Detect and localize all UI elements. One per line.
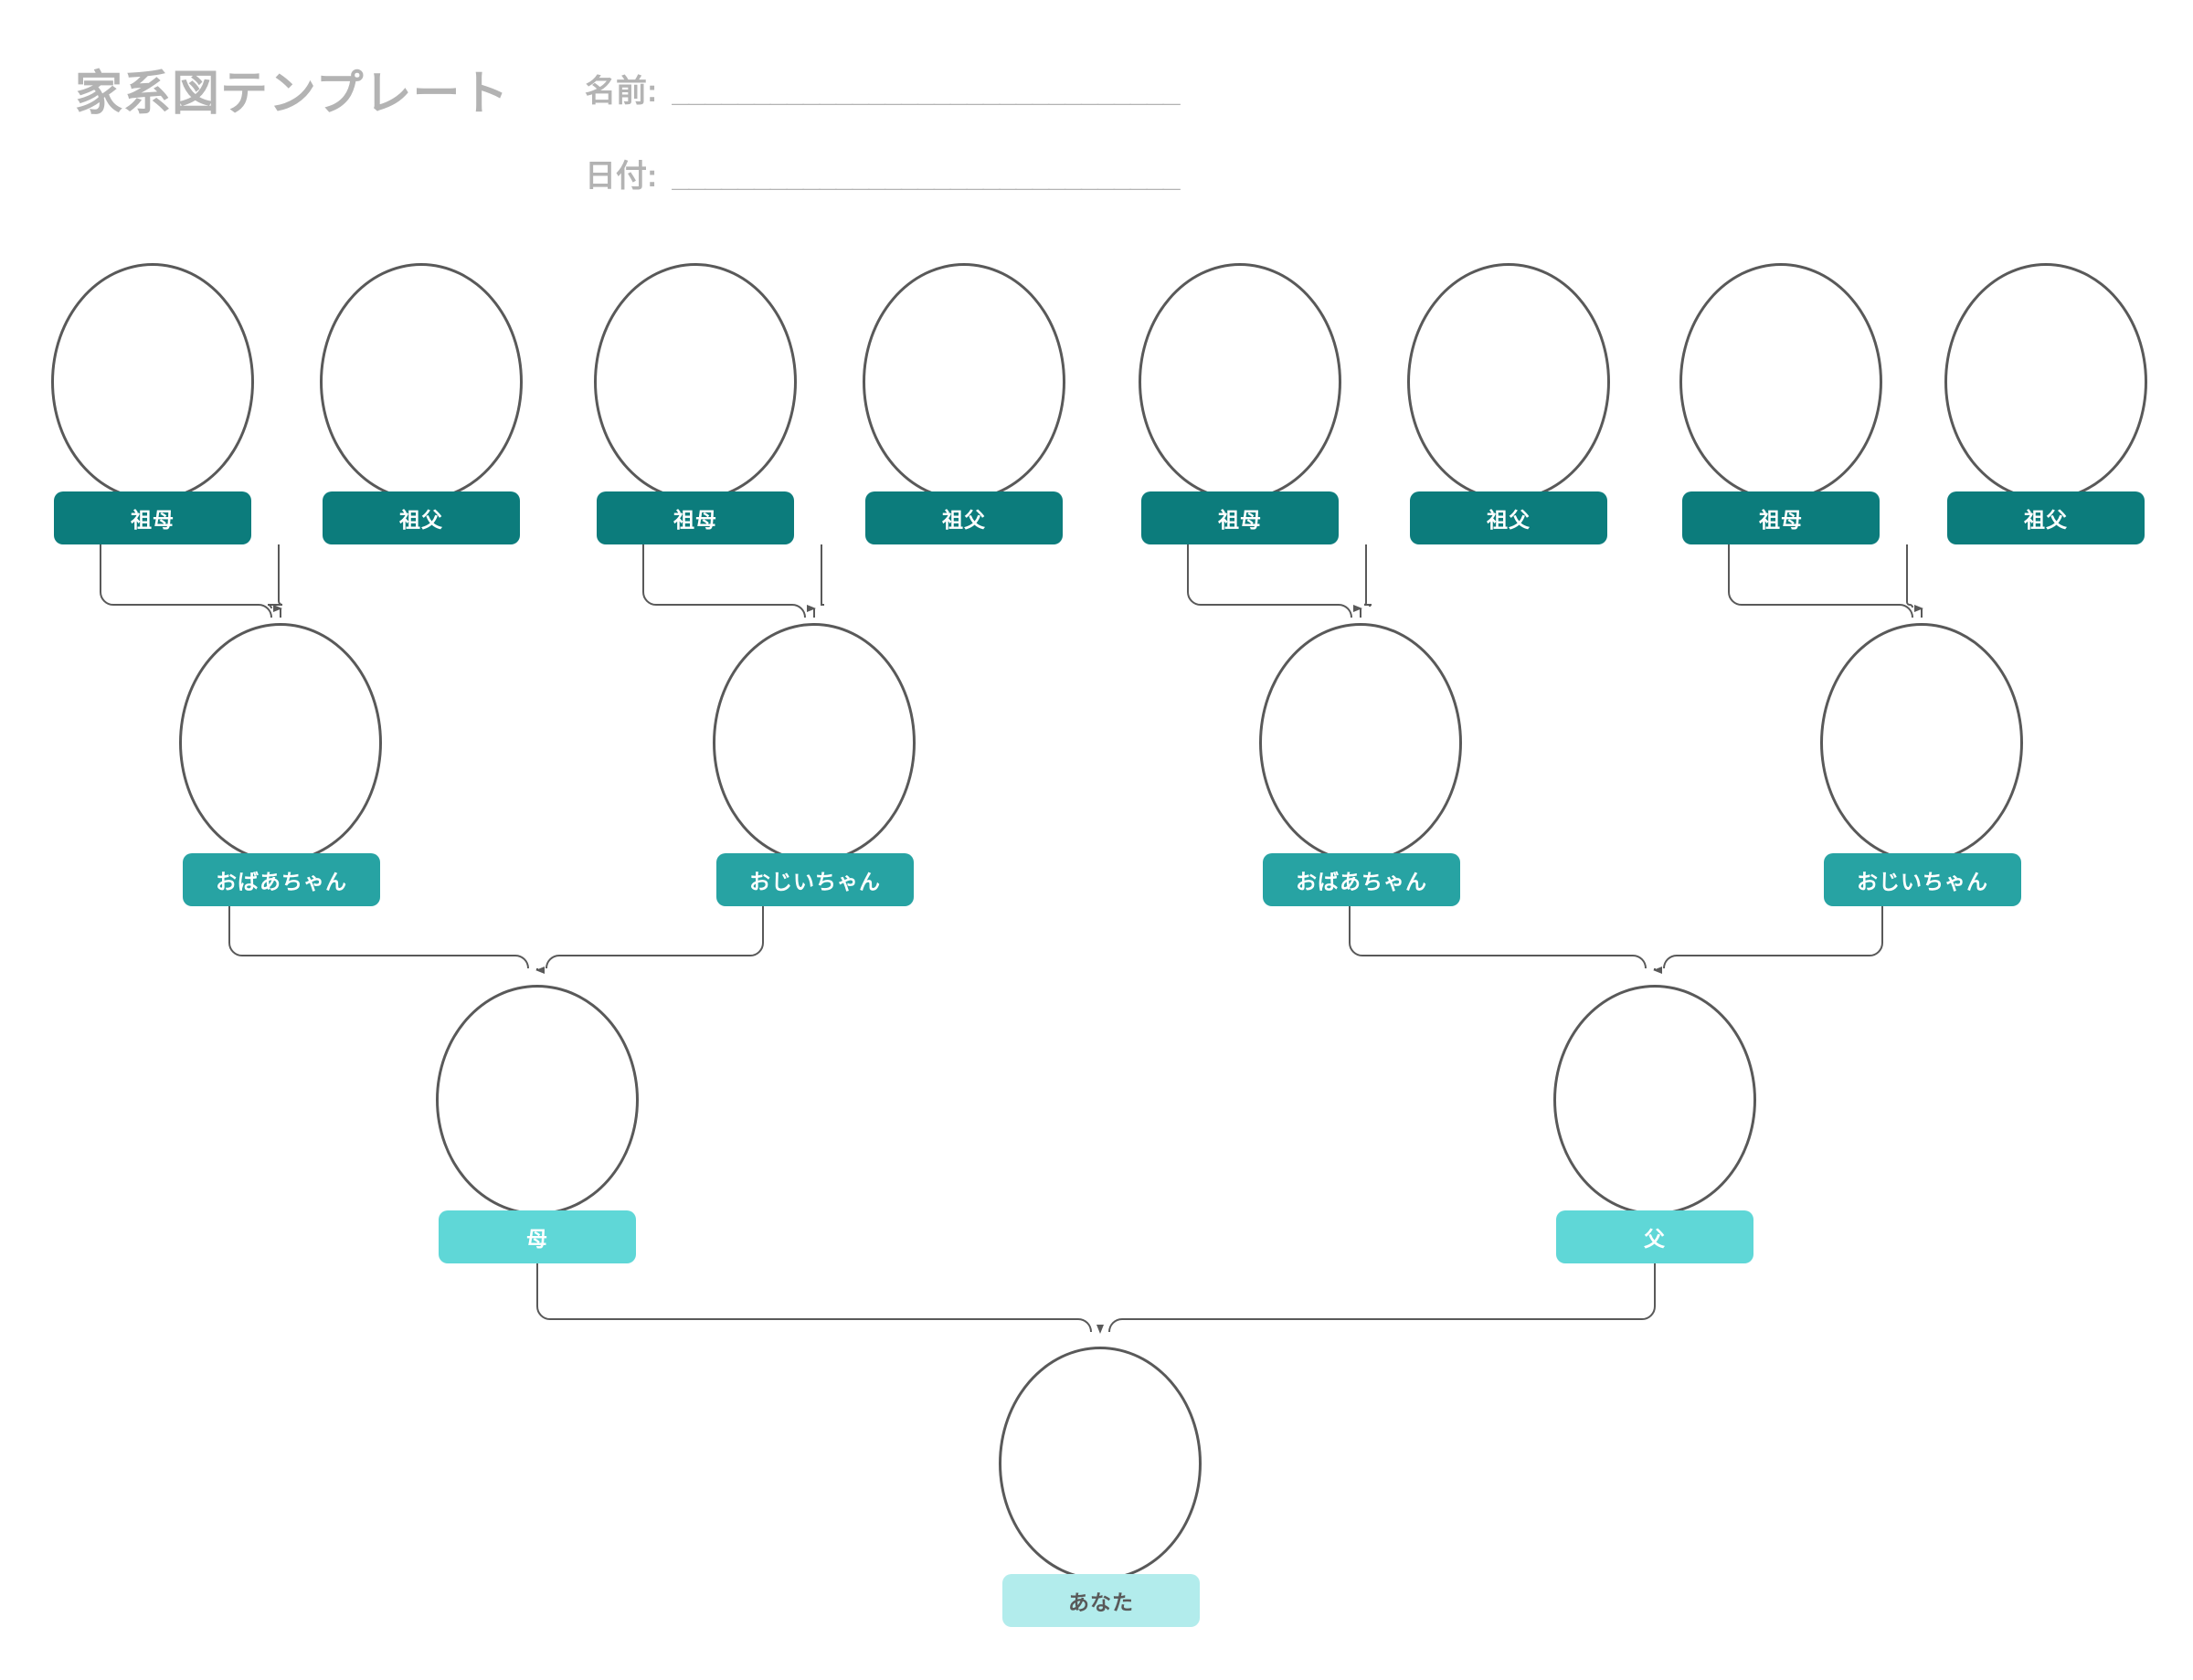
relation-label-box[interactable]: 母 <box>439 1210 636 1263</box>
photo-placeholder-ellipse[interactable] <box>1407 263 1610 501</box>
photo-placeholder-ellipse[interactable] <box>1944 263 2147 501</box>
relation-label-box[interactable]: 祖母 <box>597 491 794 544</box>
relation-label-box[interactable]: おばあちゃん <box>1263 853 1460 906</box>
relation-label-box[interactable]: あなた <box>1002 1574 1200 1627</box>
name-field-label: 名前: <box>585 74 658 109</box>
relation-label-box[interactable]: 祖父 <box>865 491 1063 544</box>
photo-placeholder-ellipse[interactable] <box>863 263 1065 501</box>
page-title: 家系図テンプレート <box>75 68 510 121</box>
date-field-row: 日付: _______________________________ <box>585 151 1181 195</box>
photo-placeholder-ellipse[interactable] <box>1139 263 1341 501</box>
photo-placeholder-ellipse[interactable] <box>179 623 382 862</box>
photo-placeholder-ellipse[interactable] <box>594 263 797 501</box>
photo-placeholder-ellipse[interactable] <box>1820 623 2023 862</box>
photo-placeholder-ellipse[interactable] <box>1259 623 1462 862</box>
relation-label-box[interactable]: 祖父 <box>1947 491 2145 544</box>
photo-placeholder-ellipse[interactable] <box>713 623 916 862</box>
photo-placeholder-ellipse[interactable] <box>436 985 639 1215</box>
relation-label-box[interactable]: おじいちゃん <box>716 853 914 906</box>
relation-label-box[interactable]: 父 <box>1556 1210 1753 1263</box>
relation-label-box[interactable]: 祖父 <box>323 491 520 544</box>
relation-label-box[interactable]: 祖母 <box>1141 491 1339 544</box>
photo-placeholder-ellipse[interactable] <box>1679 263 1882 501</box>
photo-placeholder-ellipse[interactable] <box>1553 985 1756 1215</box>
relation-label-box[interactable]: おじいちゃん <box>1824 853 2021 906</box>
name-field-input[interactable]: _______________________________ <box>672 74 1180 109</box>
relation-label-box[interactable]: おばあちゃん <box>183 853 380 906</box>
date-field-input[interactable]: _______________________________ <box>672 159 1180 194</box>
photo-placeholder-ellipse[interactable] <box>320 263 523 501</box>
photo-placeholder-ellipse[interactable] <box>51 263 254 501</box>
relation-label-box[interactable]: 祖母 <box>1682 491 1880 544</box>
photo-placeholder-ellipse[interactable] <box>999 1347 1202 1580</box>
relation-label-box[interactable]: 祖母 <box>54 491 251 544</box>
name-field-row: 名前: _______________________________ <box>585 66 1181 111</box>
relation-label-box[interactable]: 祖父 <box>1410 491 1607 544</box>
date-field-label: 日付: <box>585 159 658 194</box>
page-header: 家系図テンプレート 名前: __________________________… <box>0 0 2193 219</box>
